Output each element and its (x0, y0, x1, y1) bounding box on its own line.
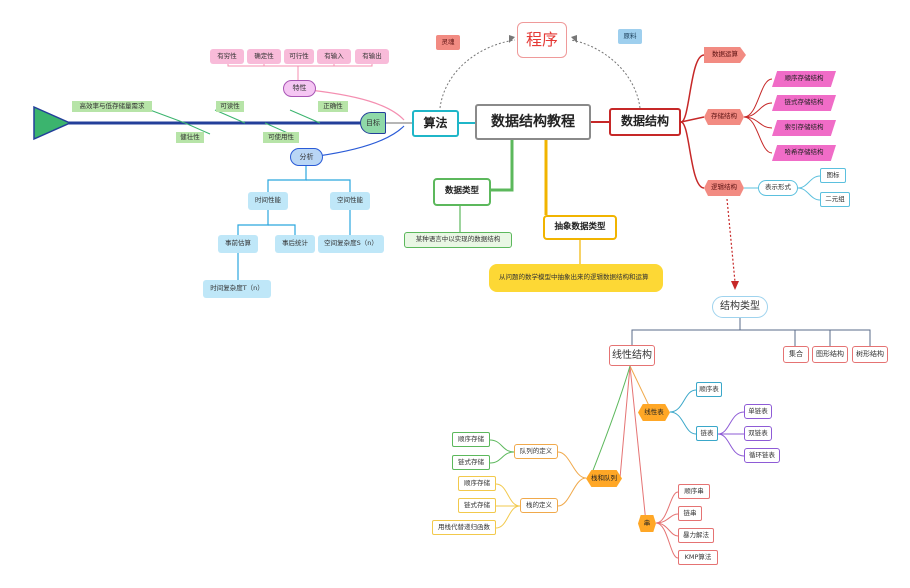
logical-structure[interactable]: 逻辑结构 (704, 180, 744, 196)
stack-queue-node[interactable]: 栈和队列 (586, 470, 622, 487)
goal-item[interactable]: 健壮性 (176, 132, 204, 143)
abstract-type-desc[interactable]: 从问题的数学模型中抽象出来的逻辑数据结构和运算 (489, 264, 663, 292)
storage-type[interactable]: 索引存储结构 (772, 120, 836, 136)
queue-def-node[interactable]: 队列的定义 (514, 444, 558, 459)
time-complexity[interactable]: 时间复杂度T（n） (203, 280, 271, 298)
feature-item[interactable]: 确定性 (247, 49, 281, 64)
linear-structure-node[interactable]: 线性结构 (609, 345, 655, 366)
rep-item[interactable]: 图标 (820, 168, 846, 183)
program-node[interactable]: 程序 (517, 22, 567, 58)
storage-type[interactable]: 哈希存储结构 (772, 145, 836, 161)
seq-list-node[interactable]: 顺序表 (696, 382, 722, 397)
data-type-desc[interactable]: 某种语言中以实现的数据结构 (404, 232, 512, 248)
feature-item[interactable]: 有输入 (317, 49, 351, 64)
storage-type[interactable]: 链式存储结构 (772, 95, 836, 111)
goal-item[interactable]: 高效率与低存储量需求 (72, 101, 152, 112)
representation-node[interactable]: 表示形式 (758, 180, 798, 196)
root-topic[interactable]: 数据结构教程 (475, 104, 591, 140)
feature-node[interactable]: 特性 (283, 80, 316, 97)
linked-type[interactable]: 双链表 (744, 426, 772, 441)
goal-node[interactable]: 目标 (360, 112, 386, 134)
fishbone-tail-shape (33, 105, 72, 141)
feature-item[interactable]: 有穷性 (210, 49, 244, 64)
material-tag: 原料 (618, 29, 642, 44)
abstract-type-node[interactable]: 抽象数据类型 (543, 215, 617, 240)
stack-item[interactable]: 链式存储 (458, 498, 496, 513)
stack-def-node[interactable]: 栈的定义 (520, 498, 558, 513)
linked-list-node[interactable]: 链表 (696, 426, 718, 441)
string-node[interactable]: 串 (638, 515, 656, 532)
linear-list-node[interactable]: 线性表 (638, 404, 670, 421)
inspiration-tag: 灵魂 (436, 35, 460, 50)
analysis-node[interactable]: 分析 (290, 148, 323, 166)
data-type-node[interactable]: 数据类型 (433, 178, 491, 206)
other-structure[interactable]: 图形结构 (812, 346, 848, 363)
queue-item[interactable]: 顺序存储 (452, 432, 490, 447)
data-operation[interactable]: 数据运算 (704, 47, 746, 63)
string-item[interactable]: 暴力解法 (678, 528, 714, 543)
post-statistics[interactable]: 事后统计 (275, 235, 315, 253)
linked-type[interactable]: 单链表 (744, 404, 772, 419)
other-structure[interactable]: 集合 (783, 346, 809, 363)
storage-structure[interactable]: 存储结构 (704, 109, 744, 125)
goal-item[interactable]: 可读性 (216, 101, 244, 112)
stack-item[interactable]: 顺序存储 (458, 476, 496, 491)
time-performance[interactable]: 时间性能 (248, 192, 288, 210)
string-item[interactable]: 顺序串 (678, 484, 710, 499)
linked-type[interactable]: 循环链表 (744, 448, 780, 463)
space-complexity[interactable]: 空间复杂度S（n） (318, 235, 384, 253)
string-item[interactable]: 链串 (678, 506, 702, 521)
storage-type[interactable]: 顺序存储结构 (772, 71, 836, 87)
other-structure[interactable]: 树形结构 (852, 346, 888, 363)
space-performance[interactable]: 空间性能 (330, 192, 370, 210)
pre-estimation[interactable]: 事前估算 (218, 235, 258, 253)
string-item[interactable]: KMP算法 (678, 550, 718, 565)
stack-item[interactable]: 用栈代替递归函数 (432, 520, 496, 535)
queue-item[interactable]: 链式存储 (452, 455, 490, 470)
feature-item[interactable]: 有输出 (355, 49, 389, 64)
feature-item[interactable]: 可行性 (284, 49, 314, 64)
data-structure-node[interactable]: 数据结构 (609, 108, 681, 136)
algorithm-node[interactable]: 算法 (412, 110, 459, 137)
goal-item[interactable]: 正确性 (318, 101, 348, 112)
rep-item[interactable]: 二元组 (820, 192, 850, 207)
structure-type-node[interactable]: 结构类型 (712, 296, 768, 318)
goal-item[interactable]: 可使用性 (263, 132, 299, 143)
